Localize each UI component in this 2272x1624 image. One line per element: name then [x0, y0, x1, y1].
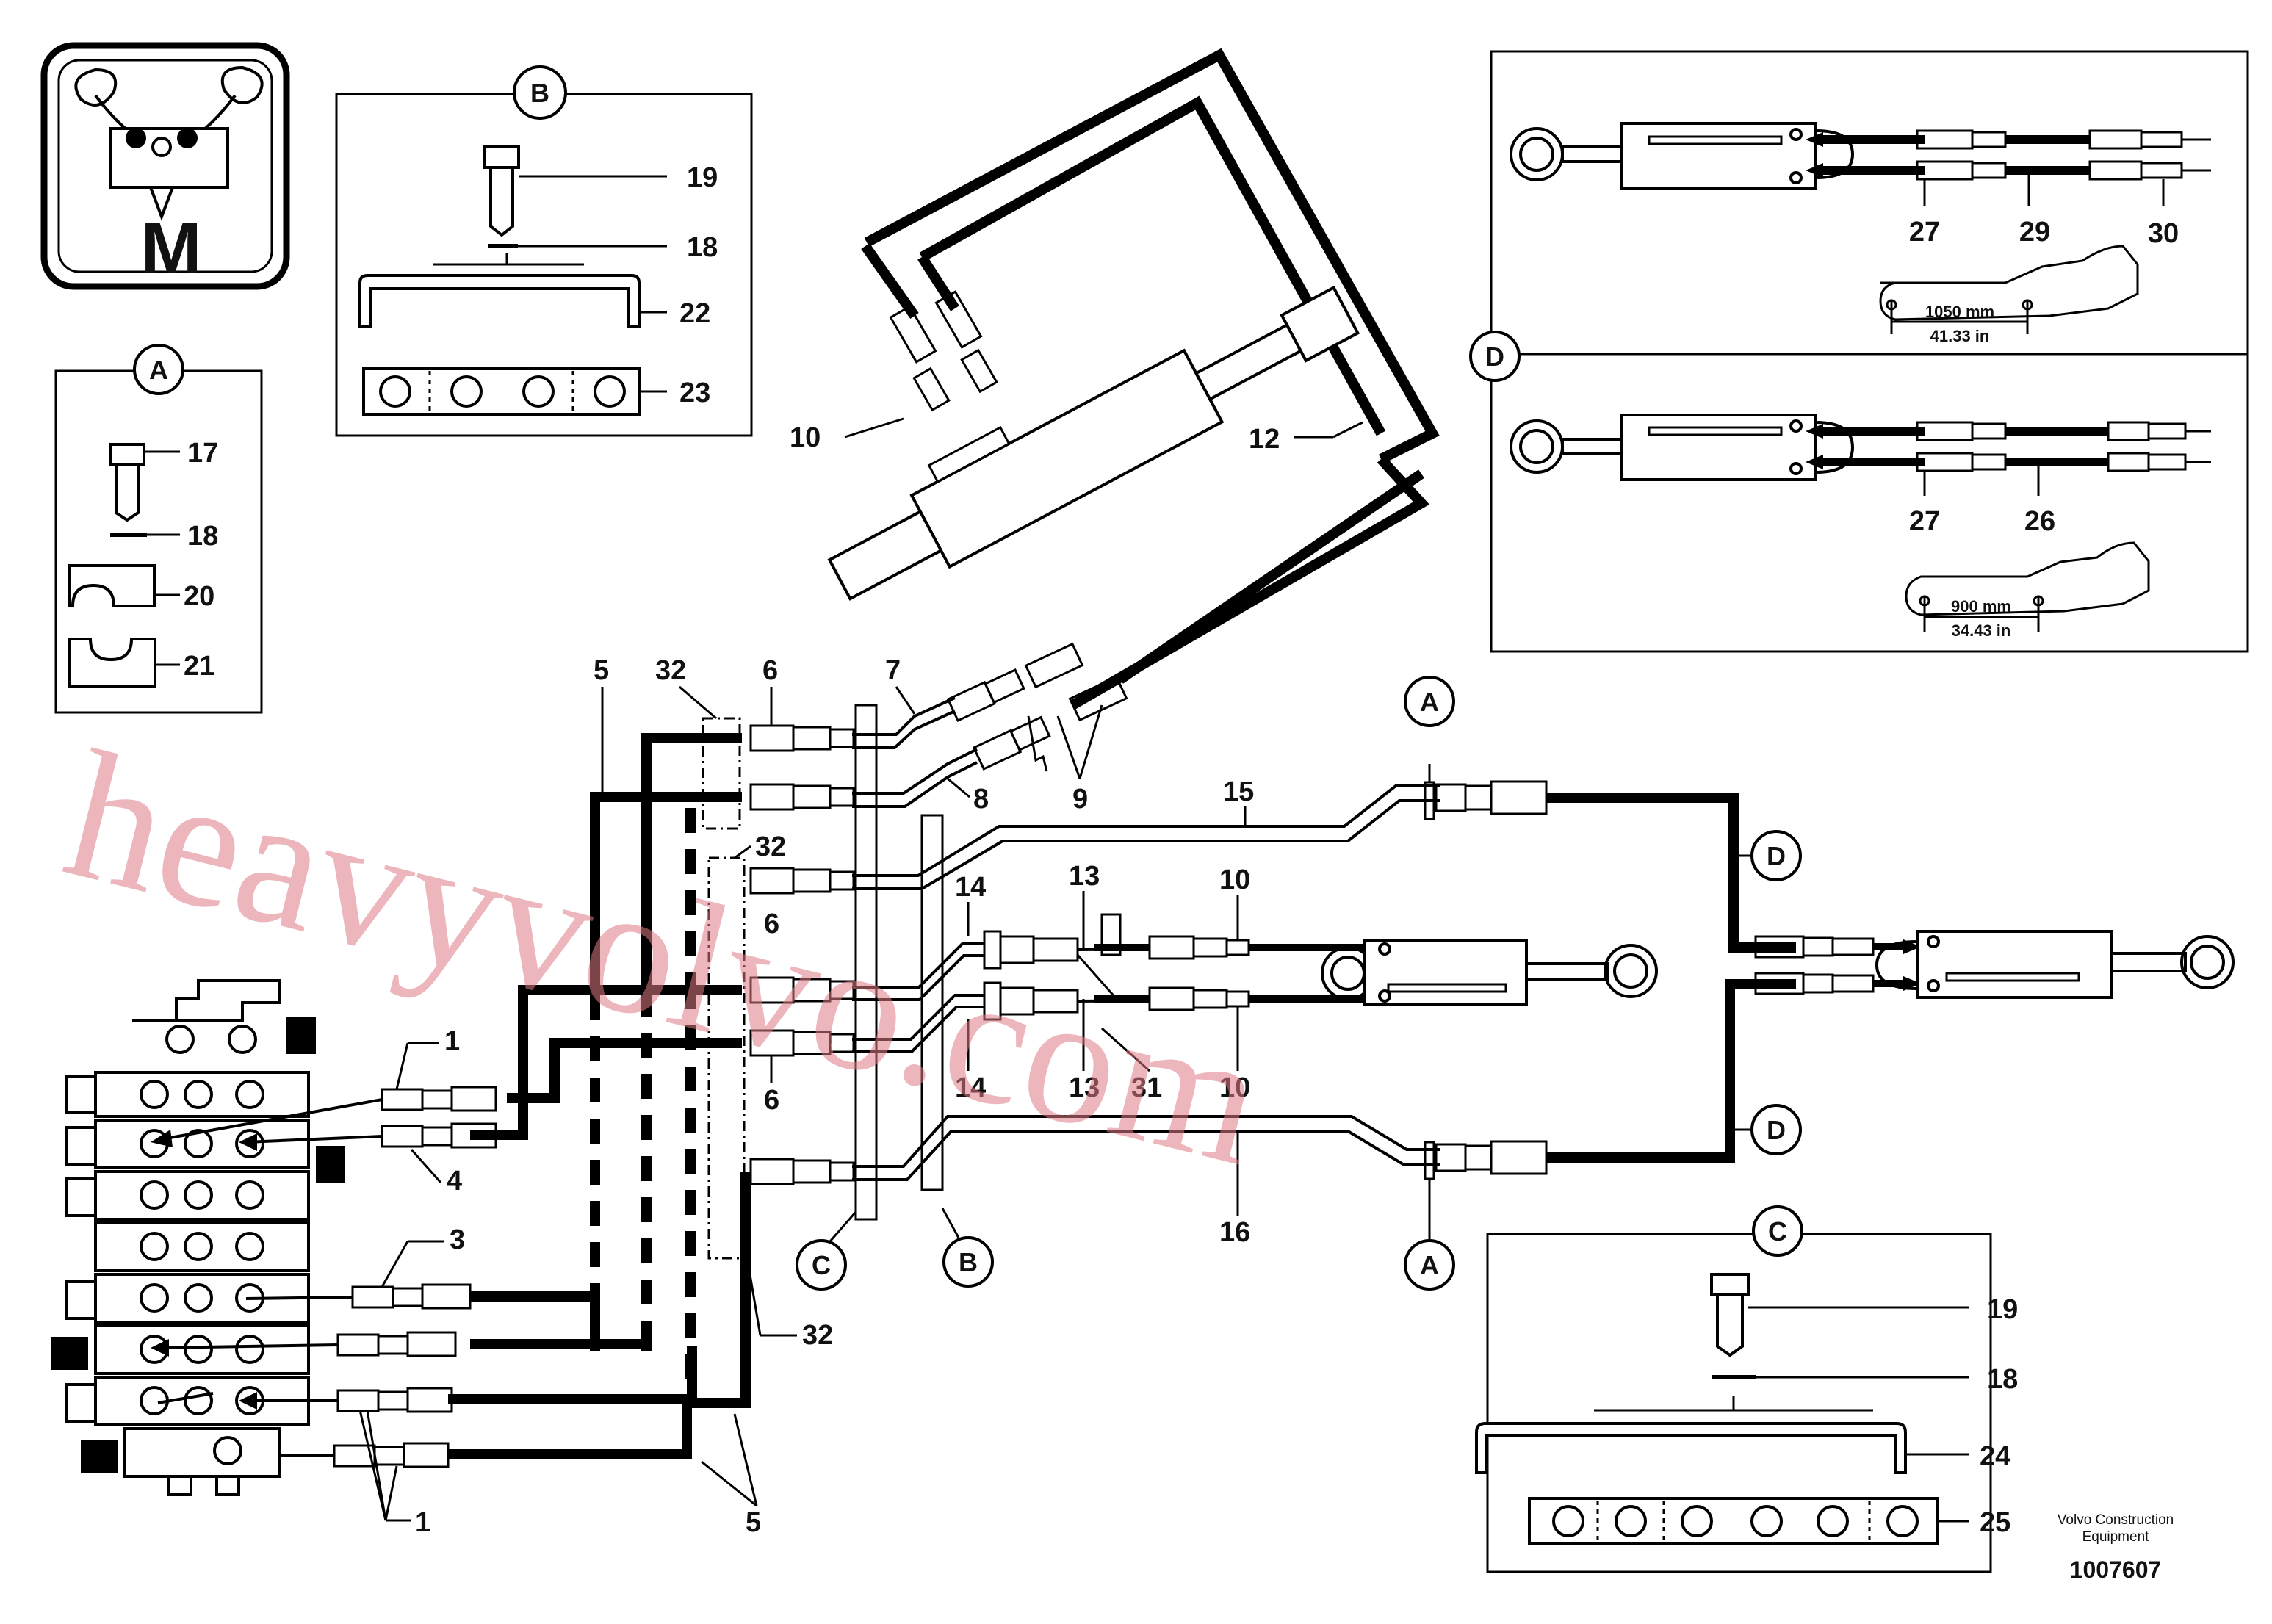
label-10-mid-bottom: 10	[1219, 1072, 1250, 1103]
label-23: 23	[679, 378, 710, 408]
label-15: 15	[1223, 776, 1254, 807]
label-26: 26	[2024, 506, 2055, 537]
dimension-1050-mm: 1050 mm	[1925, 303, 1994, 321]
label-18-c: 18	[1987, 1364, 2018, 1395]
label-13-top: 13	[1069, 861, 1100, 892]
label-9: 9	[1072, 784, 1088, 815]
label-32-top: 32	[655, 655, 686, 686]
label-19-b: 19	[687, 162, 718, 193]
symbol-letter: M	[140, 207, 201, 289]
callout-c-box: C	[1768, 1216, 1787, 1246]
label-10-mid-top: 10	[1219, 865, 1250, 895]
label-31: 31	[1131, 1072, 1162, 1103]
callout-d-lower: D	[1767, 1115, 1786, 1145]
callout-d-box: D	[1485, 342, 1504, 372]
label-8: 8	[973, 784, 989, 815]
detail-box-c: C 19 18 24 25	[1475, 1205, 2018, 1573]
label-5-top: 5	[594, 655, 609, 686]
label-6-mid: 6	[764, 909, 779, 939]
callout-b-top: B	[530, 78, 549, 108]
label-32-mid: 32	[755, 831, 786, 862]
label-18-b: 18	[687, 232, 718, 263]
label-7: 7	[885, 655, 901, 686]
label-4: 4	[447, 1166, 462, 1197]
label-18-a: 18	[187, 521, 218, 552]
label-22: 22	[679, 298, 710, 329]
callout-d-upper: D	[1767, 841, 1786, 871]
label-10-top: 10	[790, 422, 821, 453]
label-24: 24	[1980, 1441, 2010, 1472]
label-21: 21	[184, 651, 214, 682]
detail-box-d: D 27 29 30 1050 mm 41	[1469, 50, 2249, 653]
label-32-bottom: 32	[802, 1320, 833, 1351]
label-13-bottom: 13	[1069, 1072, 1100, 1103]
dimension-900-mm: 900 mm	[1951, 597, 2011, 616]
brand-line-1: Volvo Construction	[2058, 1512, 2174, 1528]
machine-symbol-icon: M	[40, 42, 290, 290]
detail-box-b: B 19 18 22 23	[335, 65, 753, 437]
label-1-bottom: 1	[415, 1507, 430, 1538]
fitting-column	[749, 724, 855, 1185]
label-1-top: 1	[444, 1026, 460, 1057]
label-6-bottom: 6	[764, 1085, 779, 1116]
label-5-bottom: 5	[746, 1507, 761, 1538]
part-number: 1007607	[2070, 1556, 2162, 1583]
label-30: 30	[2148, 218, 2179, 249]
top-cylinder-assembly: 10 12	[790, 48, 1440, 710]
callout-a-upper: A	[1420, 687, 1439, 717]
label-17: 17	[187, 438, 218, 469]
callout-c-main: C	[812, 1250, 831, 1280]
label-27-top: 27	[1909, 217, 1940, 248]
label-27-bottom: 27	[1909, 506, 1940, 537]
callout-a-lower: A	[1420, 1250, 1439, 1280]
label-3: 3	[450, 1224, 465, 1255]
main-labels: 5 32 6 7 8 9 15 32 6 6 14 14 13 13 31 10…	[358, 655, 1254, 1538]
label-25: 25	[1980, 1507, 2010, 1538]
label-14-top: 14	[955, 872, 986, 903]
label-16: 16	[1219, 1217, 1250, 1248]
callout-b-main: B	[959, 1247, 978, 1277]
main-hose-routing	[448, 642, 2235, 1459]
callout-a-left: A	[149, 355, 168, 385]
main-callouts: A A D D C B	[796, 676, 1802, 1291]
label-14-bottom: 14	[955, 1072, 986, 1103]
label-6-top: 6	[762, 655, 778, 686]
dimension-34-43-in: 34.43 in	[1952, 621, 2011, 640]
label-12: 12	[1249, 424, 1280, 455]
label-29: 29	[2019, 217, 2050, 248]
label-20: 20	[184, 581, 214, 612]
dimension-41-33-in: 41.33 in	[1930, 327, 1990, 345]
footer: Volvo Construction Equipment 1007607	[2058, 1512, 2174, 1583]
brand-line-2: Equipment	[2082, 1529, 2150, 1545]
label-19-c: 19	[1987, 1294, 2018, 1325]
detail-box-a: A 17 18 20 21	[54, 344, 263, 714]
control-valve-block	[51, 979, 497, 1496]
